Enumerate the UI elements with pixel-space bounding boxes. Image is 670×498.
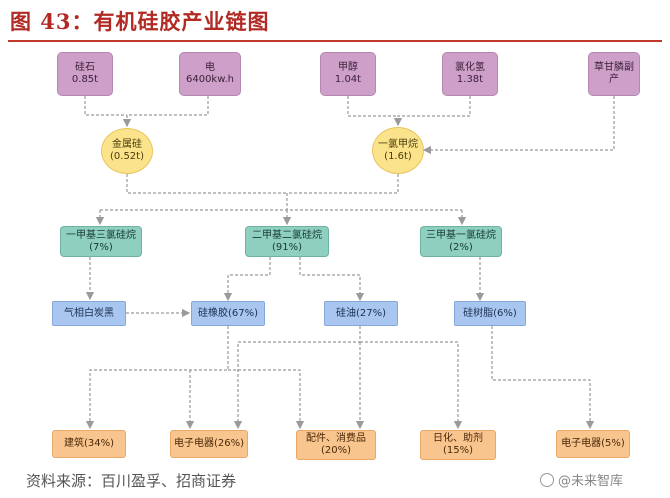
node-glyphosate-byproduct-label: 草甘膦副 <box>594 62 634 73</box>
node-methyltrichlorosilane: 一甲基三氯硅烷 (7%) <box>60 226 142 257</box>
node-daily-chem-label: 日化、助剂 <box>433 433 483 444</box>
edge-methanol-to-chloromethane <box>347 96 398 117</box>
node-methanol-value: 1.04t <box>334 74 362 85</box>
node-daily-chem: 日化、助剂 (15%) <box>420 430 496 460</box>
node-trimethylchlorosilane: 三甲基一氯硅烷 (2%) <box>420 226 502 257</box>
edge-dmdcs-to-silicone-oil <box>299 257 365 302</box>
node-parts-consumer-label: 配件、消费品 <box>306 433 366 444</box>
node-silicone-rubber-label: 硅橡胶(67%) <box>197 307 259 319</box>
edge-metallic-silicon-to-trunk <box>126 174 287 194</box>
node-hydrogen-chloride-value: 1.38t <box>456 74 484 85</box>
node-dimethyldichlorosilane-label: 二甲基二氯硅烷 <box>252 229 322 241</box>
node-silicone-rubber: 硅橡胶(67%) <box>191 301 265 326</box>
node-dimethyldichlorosilane-value: (91%) <box>271 241 303 253</box>
node-electronics-a: 电子电器(26%) <box>170 430 248 458</box>
node-dimethyldichlorosilane: 二甲基二氯硅烷 (91%) <box>245 226 329 257</box>
source-note: 资料来源：百川盈孚、招商证券 <box>26 472 237 490</box>
node-glyphosate-byproduct-value: 产 <box>609 74 619 85</box>
node-hydrogen-chloride: 氯化氢 1.38t <box>442 52 498 96</box>
node-silicone-oil-label: 硅油(27%) <box>335 307 387 319</box>
edge-electricity-to-metallic-silicon <box>122 96 209 128</box>
node-silicon-stone-label: 硅石 <box>75 62 95 73</box>
node-trimethylchlorosilane-label: 三甲基一氯硅烷 <box>426 229 496 241</box>
edge-glyphosate-to-chloromethane <box>422 96 615 155</box>
node-metallic-silicon: 金属硅 (0.52t) <box>101 128 153 174</box>
node-hydrogen-chloride-label: 氯化氢 <box>455 62 485 73</box>
node-electronics-b-label: 电子电器(5%) <box>561 438 625 449</box>
node-electronics-b: 电子电器(5%) <box>556 430 630 458</box>
node-methanol-label: 甲醇 <box>338 62 358 73</box>
watermark: @未来智库 <box>540 470 623 489</box>
node-parts-consumer: 配件、消费品 (20%) <box>296 430 376 460</box>
node-electronics-a-label: 电子电器(26%) <box>173 438 245 449</box>
node-chloromethane: 一氯甲烷 (1.6t) <box>372 127 424 174</box>
node-metallic-silicon-label: 金属硅 <box>112 139 142 150</box>
edge-chloromethane-to-trunk <box>287 174 399 194</box>
node-methanol: 甲醇 1.04t <box>320 52 376 96</box>
edge-oil-to-daily-chem <box>360 341 463 430</box>
node-trimethylchlorosilane-value: (2%) <box>449 241 473 253</box>
node-electricity-value: 6400kw.h <box>185 74 235 85</box>
title-rule <box>8 40 662 42</box>
edge-hcl-to-chloromethane <box>393 96 471 127</box>
node-silicone-resin-label: 硅树脂(6%) <box>463 307 517 319</box>
node-construction-label: 建筑(34%) <box>63 438 115 449</box>
node-construction: 建筑(34%) <box>52 430 126 458</box>
node-electricity: 电 6400kw.h <box>179 52 241 96</box>
edge-rubber-to-applications <box>85 326 229 430</box>
node-fumed-silica: 气相白炭黑 <box>52 301 126 326</box>
watermark-text: @未来智库 <box>558 474 624 489</box>
node-glyphosate-byproduct: 草甘膦副 产 <box>588 52 640 96</box>
edge-silicon-stone-to-metallic-silicon <box>84 96 127 116</box>
node-chloromethane-value: (1.6t) <box>384 150 412 162</box>
node-silicone-resin: 硅树脂(6%) <box>454 301 526 326</box>
node-daily-chem-value: (15%) <box>442 445 474 456</box>
node-electricity-label: 电 <box>205 62 215 73</box>
edge-dmdcs-to-silicone-rubber <box>223 257 271 302</box>
node-metallic-silicon-value: (0.52t) <box>110 151 144 162</box>
node-parts-consumer-value: (20%) <box>320 445 352 456</box>
node-silicon-stone-value: 0.85t <box>71 74 99 85</box>
node-methyltrichlorosilane-value: (7%) <box>89 241 113 253</box>
watermark-logo-icon <box>540 472 554 487</box>
node-chloromethane-label: 一氯甲烷 <box>378 138 418 150</box>
edge-rubber-to-parts <box>228 369 305 430</box>
edge-resin-to-electronics <box>491 326 595 430</box>
figure-title: 图 43：有机硅胶产业链图 <box>10 9 270 34</box>
node-silicon-stone: 硅石 0.85t <box>57 52 113 96</box>
node-fumed-silica-label: 气相白炭黑 <box>64 307 114 319</box>
node-methyltrichlorosilane-label: 一甲基三氯硅烷 <box>66 229 136 241</box>
node-silicone-oil: 硅油(27%) <box>324 301 398 326</box>
edge-oil-to-applications <box>233 326 361 430</box>
